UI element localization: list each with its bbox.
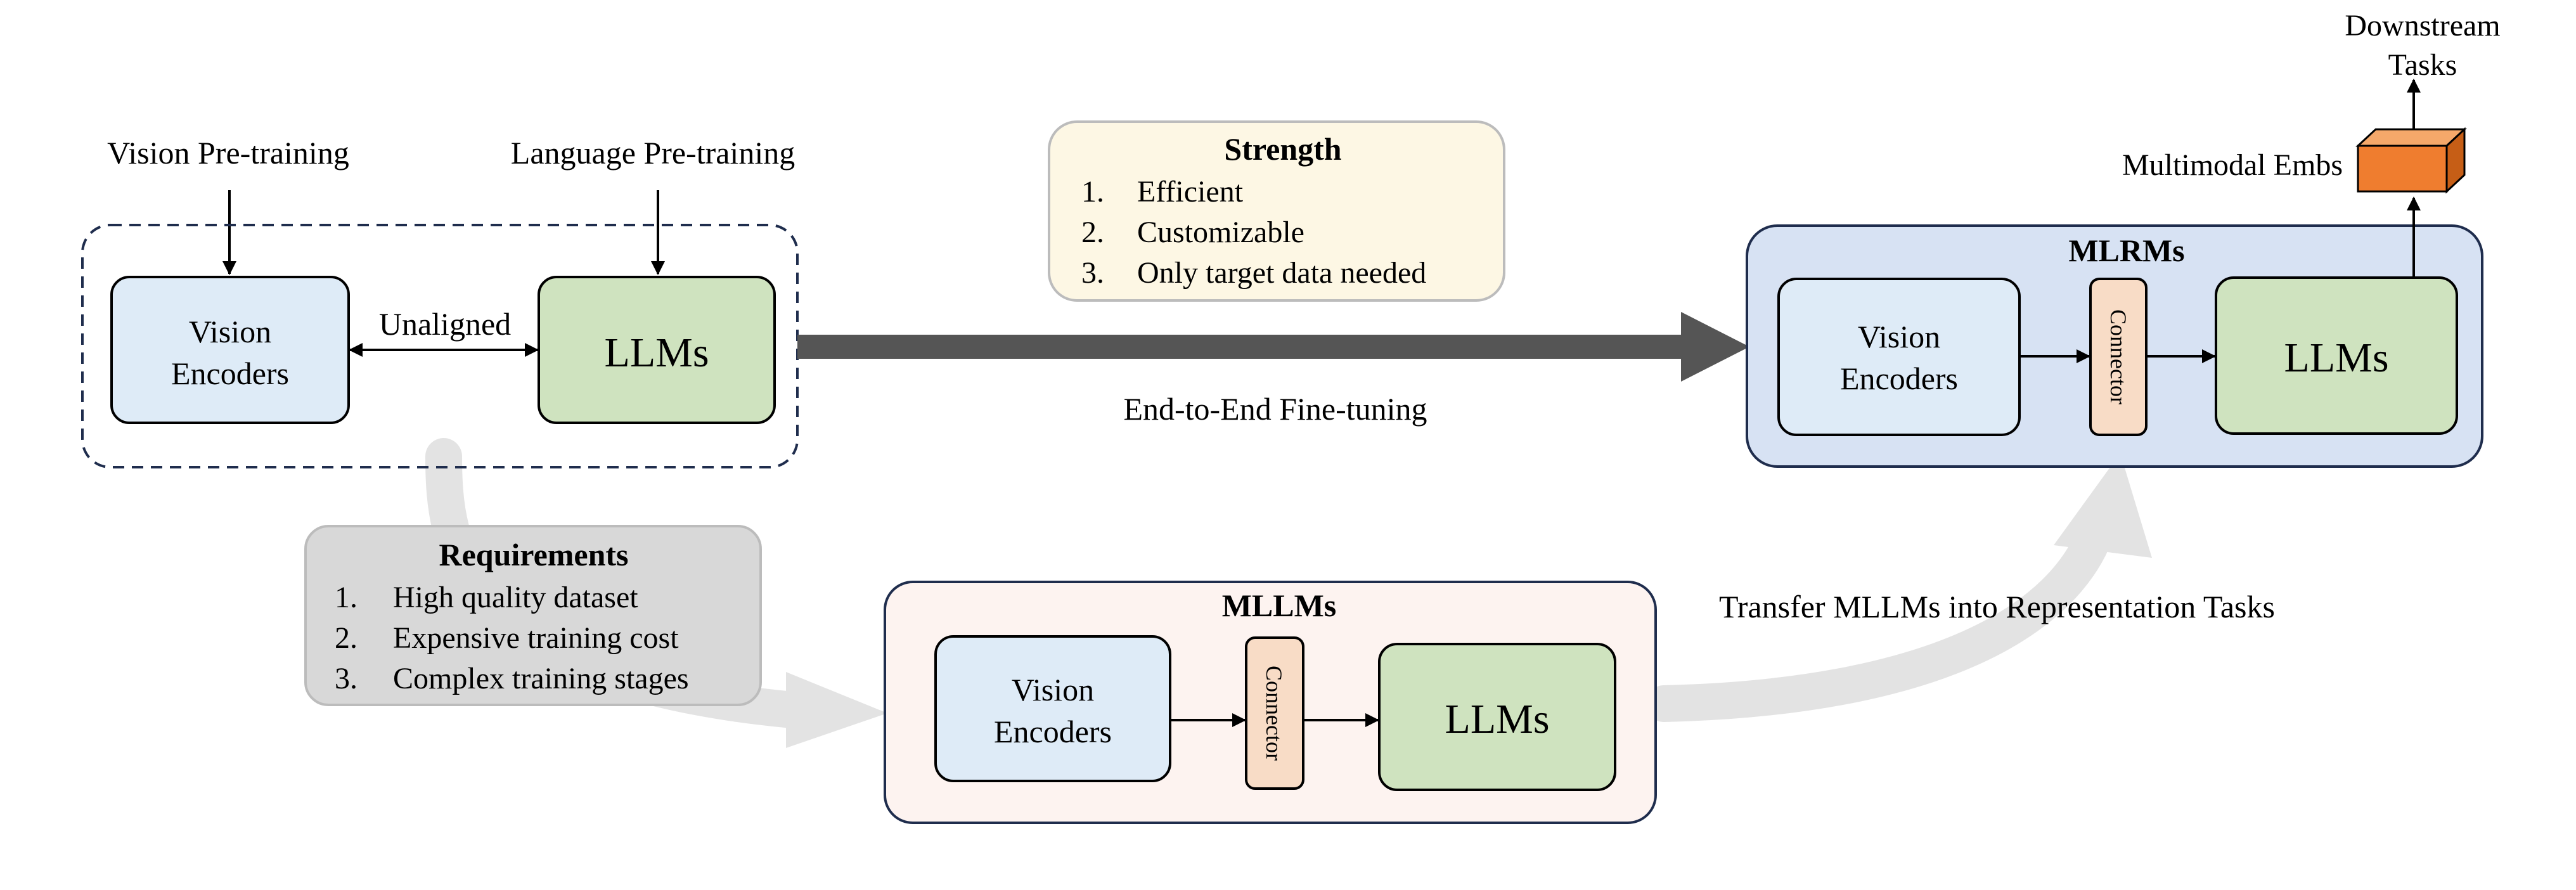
strength-item-1-num: 1. <box>1081 175 1104 209</box>
end-to-end-label: End-to-End Fine-tuning <box>1123 391 1427 427</box>
mllms-title: MLLMs <box>1222 588 1337 623</box>
mllms-vision-encoders-box <box>934 635 1171 782</box>
requirements-item-1-num: 1. <box>335 581 357 614</box>
unaligned-vision-encoders-line2: Encoders <box>171 356 289 391</box>
mlrms-llms-box <box>2215 276 2458 435</box>
strength-title: Strength <box>1224 131 1341 167</box>
mllms-llms-box <box>1378 643 1616 791</box>
unaligned-group-frame <box>81 224 799 468</box>
multimodal-embs-label: Multimodal Embs <box>2122 148 2343 182</box>
mllms-vision-encoders-line2: Encoders <box>994 714 1112 749</box>
strength-item-2-num: 2. <box>1081 216 1104 249</box>
mlrms-llms-label: LLMs <box>2284 335 2389 381</box>
vision-pretraining-label: Vision Pre-training <box>107 135 349 171</box>
strength-item-3-text: Only target data needed <box>1137 256 1426 290</box>
requirements-item-2-num: 2. <box>335 621 357 655</box>
unaligned-llms-label: LLMs <box>605 330 709 376</box>
requirements-item-2-text: Expensive training cost <box>393 621 679 655</box>
mlrms-vision-encoders-line1: Vision <box>1858 319 1940 354</box>
mllms-llms-label: LLMs <box>1445 696 1550 742</box>
requirements-item-3-text: Complex training stages <box>393 662 689 695</box>
mllms-vision-encoders-line1: Vision <box>1012 672 1094 707</box>
mlrms-title: MLRMs <box>2068 233 2184 268</box>
end-to-end-arrow <box>797 312 1749 382</box>
transfer-label: Transfer MLLMs into Representation Tasks <box>1719 589 2275 624</box>
strength-item-3-num: 3. <box>1081 256 1104 290</box>
transfer-curve-arrow <box>1645 453 2152 722</box>
strength-item-1-text: Efficient <box>1137 175 1244 209</box>
mllms-connector-label: Connector <box>1261 666 1287 761</box>
strength-item-2-text: Customizable <box>1137 216 1304 249</box>
downstream-line1: Downstream <box>2345 9 2500 42</box>
requirements-title: Requirements <box>439 537 628 572</box>
downstream-line2: Tasks <box>2388 48 2457 82</box>
unaligned-llms-box <box>538 276 776 424</box>
language-pretraining-label: Language Pre-training <box>511 135 795 171</box>
multimodal-embs-cube-icon <box>2355 127 2467 194</box>
unaligned-vision-encoders-box <box>110 276 350 424</box>
requirements-item-3-num: 3. <box>335 662 357 695</box>
requirements-item-1-text: High quality dataset <box>393 581 638 614</box>
mlrms-vision-encoders-box <box>1777 278 2021 436</box>
mlrms-connector-label: Connector <box>2106 309 2131 404</box>
unaligned-vision-encoders-line1: Vision <box>189 314 271 349</box>
strength-box <box>1048 120 1505 302</box>
mlrms-vision-encoders-line2: Encoders <box>1840 361 1958 396</box>
mllms-connector-box <box>1245 636 1304 790</box>
requirements-box <box>304 525 762 706</box>
unaligned-label: Unaligned <box>379 306 511 342</box>
